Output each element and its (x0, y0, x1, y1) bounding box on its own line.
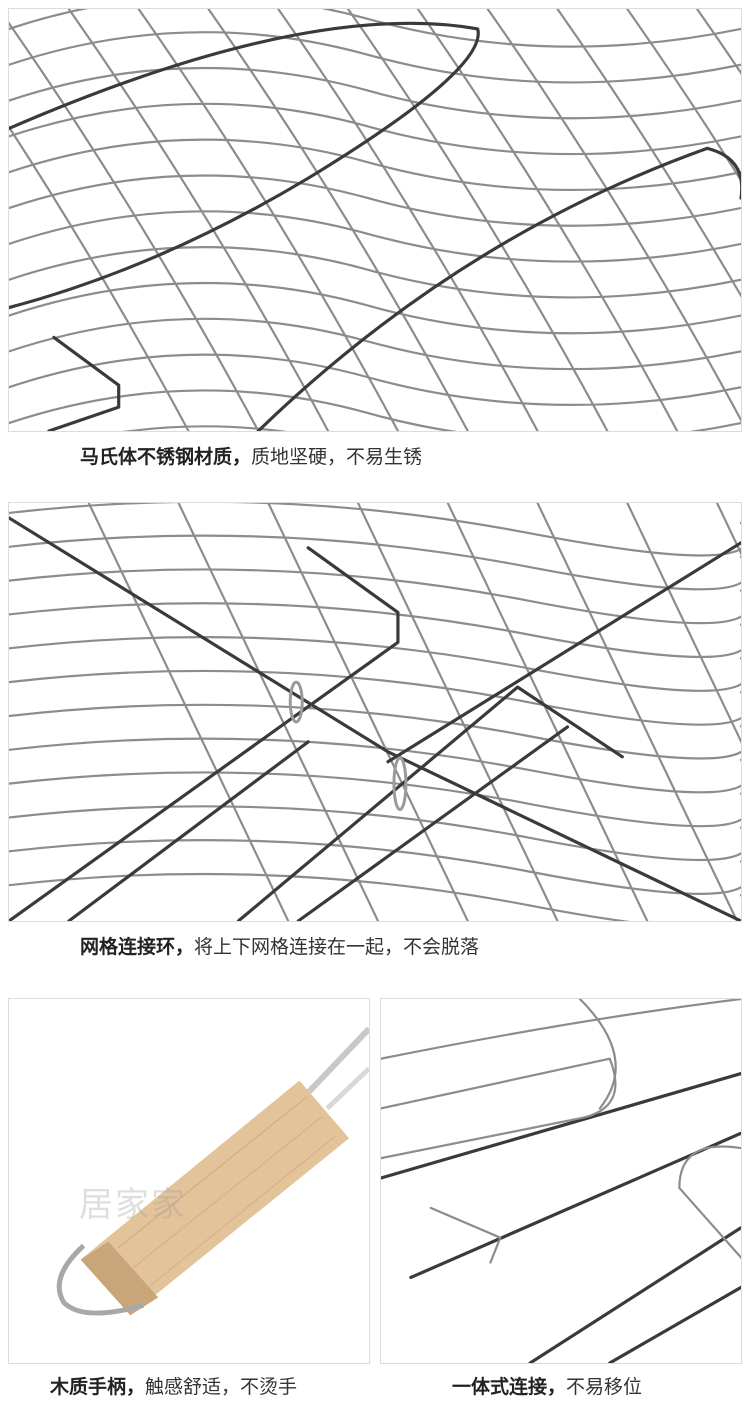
grid-wire (9, 503, 741, 557)
caption-ring-bold: 网格连接环， (80, 936, 195, 958)
curved-frame-wire (578, 999, 617, 1110)
grid-wire (416, 9, 679, 431)
cross-wire (381, 1071, 741, 1180)
grid-wire (177, 503, 380, 921)
grid-wire (346, 9, 609, 431)
frame-wire (296, 725, 570, 921)
frame-wire (9, 546, 400, 921)
connecting-ring (288, 680, 304, 724)
wooden-handle-end (80, 1241, 159, 1316)
caption-material-rest: 质地坚硬，不易生锈 (251, 446, 423, 468)
integrated-connection-image-panel (380, 998, 742, 1364)
wood-grain (132, 1115, 323, 1268)
grid-wire (9, 21, 260, 431)
grid-wire (9, 66, 741, 120)
caption-ring: 网格连接环，将上下网格连接在一起，不会脱落 (80, 934, 479, 960)
grid-wire (9, 534, 741, 591)
grid-wire (9, 703, 741, 760)
wire-grid-image-panel (8, 8, 742, 432)
grid-wire (9, 210, 741, 263)
grid-wire (9, 281, 741, 335)
grid-wire (626, 9, 741, 183)
frame-wire (236, 685, 624, 921)
cross-wire (409, 1131, 741, 1280)
grid-wire (9, 737, 741, 794)
handle-rod (305, 1026, 369, 1096)
cross-wire (608, 1285, 741, 1363)
wooden-handle-image (56, 1026, 369, 1316)
hanging-loop (56, 1243, 144, 1316)
connecting-ring (392, 756, 408, 812)
grid-wire (87, 503, 290, 921)
oval-frame-wire (9, 21, 480, 310)
grid-wire (486, 9, 741, 423)
grid-wire (9, 872, 741, 921)
frame-wire (9, 516, 741, 921)
grid-wire (9, 138, 741, 192)
grid-wire (122, 425, 288, 431)
grid-wire (9, 125, 190, 431)
caption-connection-rest: 不易移位 (566, 1376, 643, 1398)
grid-wire (356, 503, 559, 921)
grid-wire (277, 9, 539, 431)
hinge-bend-wire (47, 335, 121, 431)
grid-wire (9, 602, 741, 659)
grid-wire (9, 839, 741, 895)
wooden-handle-image-panel: 居家家 (8, 998, 370, 1364)
caption-handle-rest: 触感舒适，不烫手 (145, 1376, 298, 1398)
connecting-ring-image-panel (8, 502, 742, 922)
grid-wire (207, 9, 469, 431)
grid-wire (9, 317, 741, 371)
grid-wire (9, 31, 741, 84)
grid-wire (9, 174, 741, 227)
caption-connection-bold: 一体式连接， (452, 1376, 567, 1398)
grid-wire (9, 568, 741, 625)
frame-wire (67, 740, 310, 921)
grid-wire (381, 999, 741, 1060)
wood-grain (117, 1095, 308, 1249)
grid-wire (9, 9, 741, 48)
caption-ring-rest: 将上下网格连接在一起，不会脱落 (194, 936, 480, 958)
curved-frame-wire (678, 1145, 741, 1259)
grid-wire (9, 636, 741, 692)
grid-wire (446, 503, 649, 921)
frame-wire (386, 541, 741, 764)
curved-frame-wire (381, 1057, 617, 1160)
grid-wire (536, 503, 739, 921)
caption-material-bold: 马氏体不锈钢材质， (80, 446, 252, 468)
grid-wire (267, 503, 469, 921)
connecting-ring-closeup-image (9, 503, 741, 921)
caption-material: 马氏体不锈钢材质，质地坚硬，不易生锈 (80, 444, 422, 470)
grid-wire (9, 246, 741, 299)
grid-wire (9, 805, 741, 862)
wire-grid-closeup-image (9, 9, 741, 431)
cross-wire (528, 1226, 741, 1363)
caption-handle-bold: 木质手柄， (50, 1376, 146, 1398)
grid-wire (9, 389, 741, 431)
grid-wire (626, 503, 741, 744)
caption-connection: 一体式连接，不易移位 (452, 1374, 642, 1400)
caption-handle: 木质手柄，触感舒适，不烫手 (50, 1374, 297, 1400)
watermark: 居家家 (79, 1185, 187, 1225)
integrated-connection-image (381, 999, 741, 1363)
wood-grain (147, 1135, 336, 1288)
bent-end-wire (429, 1206, 502, 1264)
handle-rod (325, 1066, 369, 1111)
grid-wire (9, 771, 741, 828)
grid-wire (67, 9, 330, 431)
oval-frame-wire (256, 146, 741, 431)
grid-wire (9, 102, 741, 156)
grid-wire (696, 9, 741, 75)
grid-wire (556, 9, 741, 298)
